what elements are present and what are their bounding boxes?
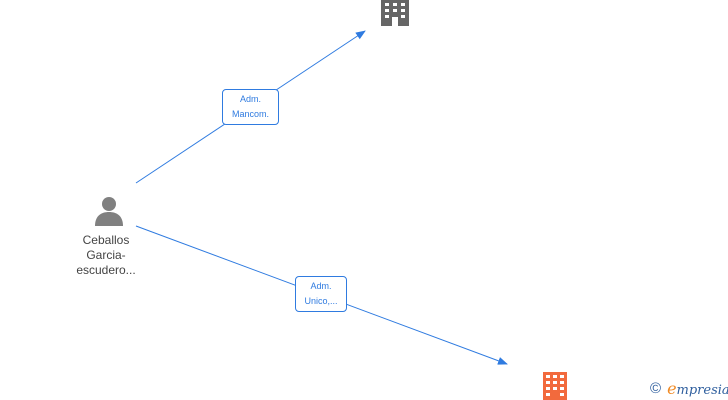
person-name-line-3: escudero... (76, 263, 136, 277)
edge-label-2-line-2: Unico,... (304, 296, 338, 306)
brand-logo: empresia (667, 379, 728, 398)
person-name[interactable]: Ceballos Garcia- escudero... (61, 233, 151, 278)
edge-label-2-line-1: Adm. (310, 281, 332, 291)
watermark: © empresia (650, 379, 728, 398)
edge-label-1-line-2: Mancom. (231, 109, 269, 119)
company-1-building-icon[interactable] (379, 0, 413, 26)
company-2-building-icon[interactable] (541, 372, 569, 400)
person-icon[interactable] (93, 196, 125, 226)
edge-label-1-line-1: Adm. (239, 94, 261, 104)
edge-label-2[interactable]: Adm. Unico,... (295, 276, 347, 312)
person-name-line-1: Ceballos (82, 233, 130, 247)
copyright-symbol: © (650, 380, 662, 397)
edge-label-1[interactable]: Adm. Mancom. (222, 89, 279, 125)
brand-rest: mpresia (676, 383, 728, 398)
person-name-line-2: Garcia- (86, 248, 126, 262)
brand-initial: e (667, 379, 677, 398)
